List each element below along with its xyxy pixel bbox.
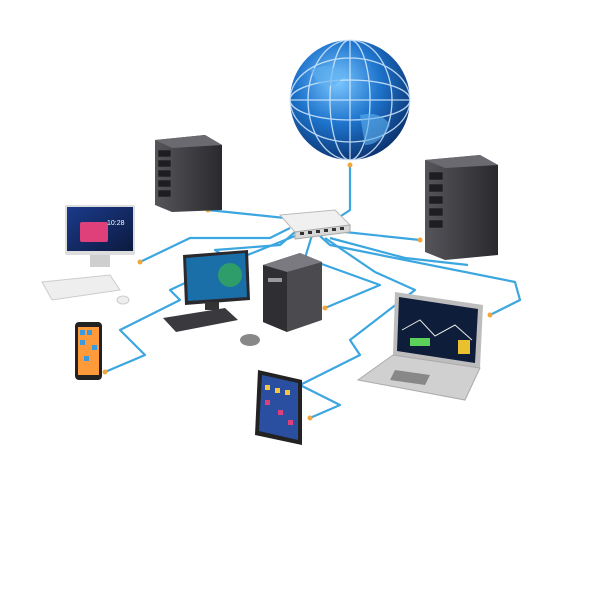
cable-server-left [207, 208, 286, 220]
cable-extra [329, 236, 469, 267]
server-right [425, 155, 498, 260]
cable-monitor [139, 227, 291, 263]
server-left [155, 135, 222, 212]
cable-tower [303, 234, 382, 310]
smartphone [75, 322, 102, 380]
globe-icon [289, 39, 411, 161]
laptop [356, 292, 483, 401]
all-in-one-monitor: 10:28 [41, 205, 135, 305]
network-switch [278, 209, 352, 240]
tablet [255, 370, 302, 445]
cable-tablet [298, 237, 417, 420]
desktop-computer [163, 250, 260, 346]
desktop-tower [263, 253, 322, 332]
cable-server-right [344, 230, 421, 242]
cable-laptop [319, 235, 522, 316]
screen-clock: 10:28 [107, 220, 125, 227]
cable-globe [337, 165, 352, 219]
